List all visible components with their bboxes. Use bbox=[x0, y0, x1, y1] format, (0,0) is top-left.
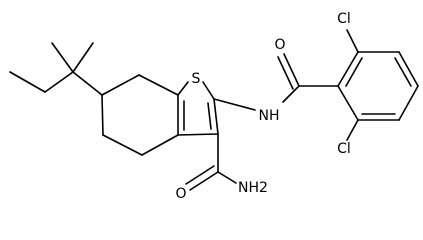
bond-ar2-cl bbox=[346, 29, 359, 53]
bond-c6-c7 bbox=[101, 74, 140, 96]
bond-c3-c3a bbox=[177, 133, 219, 136]
chlorine-top-label: Cl bbox=[337, 11, 351, 27]
bond-carbonyl-o-b bbox=[277, 56, 294, 90]
bond-c3a-c4 bbox=[141, 134, 179, 156]
carboxamide-nitrogen-label: NH2 bbox=[238, 180, 268, 196]
tert-pentyl-group bbox=[9, 42, 103, 96]
bond-methyl-a bbox=[51, 42, 74, 73]
bond-c2-nh bbox=[213, 98, 256, 111]
benzamide-linkage bbox=[213, 53, 339, 111]
bond-carbonyl-o-a bbox=[189, 171, 219, 191]
bond-ar6-cl bbox=[346, 119, 359, 141]
bond-carbonyl-o-b bbox=[185, 165, 215, 185]
bond-c2-c3-inner bbox=[207, 102, 212, 130]
bond-ar6-ar1 bbox=[337, 85, 359, 121]
dichlorophenyl-ring bbox=[337, 29, 419, 141]
bond-ar3-ar4-inner bbox=[394, 57, 412, 87]
bond-ar3-ar4 bbox=[398, 51, 419, 87]
carboxamide-oxygen-label: O bbox=[175, 186, 186, 202]
cyclohexene-ring bbox=[101, 74, 179, 156]
sulfur-atom-label: S bbox=[192, 71, 201, 87]
bond-nh-carbonyl bbox=[282, 85, 300, 103]
chlorine-bottom-label: Cl bbox=[337, 141, 351, 157]
thiophene-ring bbox=[177, 81, 219, 136]
molecule-structure: S NH O Cl Cl O NH2 bbox=[9, 11, 419, 202]
bond-ar1-ar2 bbox=[337, 51, 359, 87]
bond-c2-c3 bbox=[213, 98, 219, 135]
bond-ethyl-ch3 bbox=[9, 71, 46, 93]
bond-quaternary-ring bbox=[72, 71, 103, 96]
bond-methyl-b bbox=[72, 42, 94, 73]
bond-c7-c7a bbox=[138, 74, 179, 96]
bond-c7a-s bbox=[177, 81, 189, 96]
bond-ethyl-ch2 bbox=[44, 71, 74, 93]
bond-c5-c6 bbox=[101, 94, 104, 136]
benzoyl-oxygen-label: O bbox=[274, 37, 285, 53]
bond-c4-c5 bbox=[102, 134, 143, 156]
bond-ar4-ar5 bbox=[398, 85, 419, 121]
bond-s-c2 bbox=[202, 81, 215, 100]
bond-ar1-ar2-inner bbox=[345, 57, 363, 87]
amide-nitrogen-label: NH bbox=[259, 108, 280, 124]
carboxamide-group bbox=[185, 133, 237, 191]
bond-carbonyl-o-a bbox=[283, 53, 300, 87]
bond-carbonyl-n bbox=[217, 171, 237, 184]
